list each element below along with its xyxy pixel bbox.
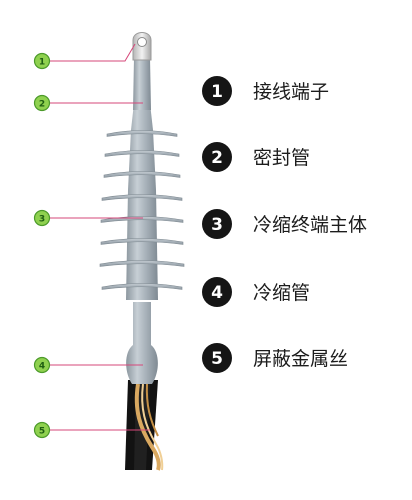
legend-number-5: 5 [211, 349, 223, 369]
termination-body [126, 85, 158, 300]
marker-5: 5 [33, 421, 51, 439]
marker-2: 2 [33, 94, 51, 112]
marker-1-label: 1 [39, 58, 45, 68]
shed-3 [103, 171, 181, 178]
legend-item-4: 4 冷缩管 [202, 277, 310, 307]
shed-1 [106, 130, 178, 137]
legend-label-5: 屏蔽金属丝 [253, 348, 348, 370]
legend-number-3: 3 [211, 215, 223, 235]
markers: 1 2 3 4 5 [33, 52, 51, 439]
legend-label-3: 冷缩终端主体 [253, 214, 367, 236]
leader-lines [50, 43, 150, 431]
shed-7 [99, 260, 185, 267]
marker-4-label: 4 [39, 362, 45, 372]
shed-4 [101, 194, 183, 201]
marker-5-label: 5 [39, 427, 45, 437]
connection-terminal [132, 32, 152, 61]
legend-number-4: 4 [211, 283, 223, 303]
marker-3-label: 3 [39, 215, 45, 225]
legend-item-2: 2 密封管 [202, 142, 310, 172]
legend-number-2: 2 [211, 148, 223, 168]
leader-line-1 [50, 43, 136, 62]
legend-label-4: 冷缩管 [253, 282, 310, 304]
sealing-tube [133, 58, 151, 110]
marker-3: 3 [33, 209, 51, 227]
shed-6 [100, 238, 184, 245]
cold-shrink-tube [126, 302, 158, 384]
legend-item-3: 3 冷缩终端主体 [202, 209, 367, 239]
legend-label-1: 接线端子 [253, 81, 329, 103]
legend-item-5: 5 屏蔽金属丝 [202, 343, 348, 373]
marker-4: 4 [33, 356, 51, 374]
legend-item-1: 1 接线端子 [202, 76, 329, 106]
shield-wires [134, 383, 164, 471]
shed-2 [104, 150, 180, 157]
legend-number-1: 1 [211, 82, 223, 102]
marker-2-label: 2 [39, 100, 45, 110]
marker-1: 1 [33, 52, 51, 70]
legend: 1 接线端子 2 密封管 3 冷缩终端主体 4 冷缩管 5 屏蔽金属丝 [202, 76, 367, 373]
shed-8 [101, 283, 183, 290]
legend-label-2: 密封管 [253, 147, 310, 169]
